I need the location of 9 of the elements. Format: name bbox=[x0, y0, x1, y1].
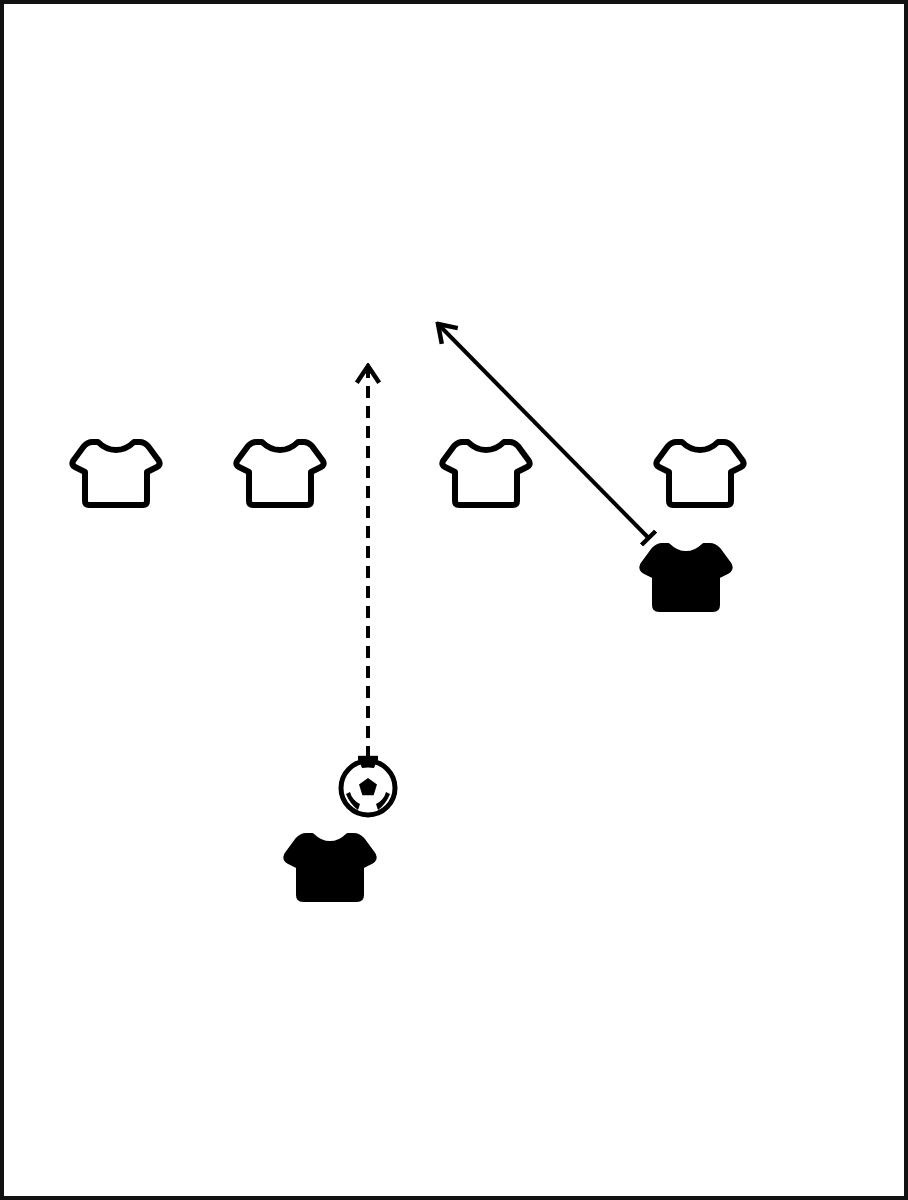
soccer-ball-icon bbox=[338, 758, 398, 818]
filled-shirt-icon bbox=[638, 538, 734, 614]
outline-shirt-icon bbox=[68, 434, 164, 510]
outline-shirt-icon bbox=[438, 434, 534, 510]
outline-shirt-icon bbox=[232, 434, 328, 510]
outline-shirt-icon bbox=[652, 434, 748, 510]
filled-shirt-icon bbox=[282, 828, 378, 904]
arrow bbox=[435, 321, 658, 548]
dashed-arrow bbox=[354, 363, 382, 761]
